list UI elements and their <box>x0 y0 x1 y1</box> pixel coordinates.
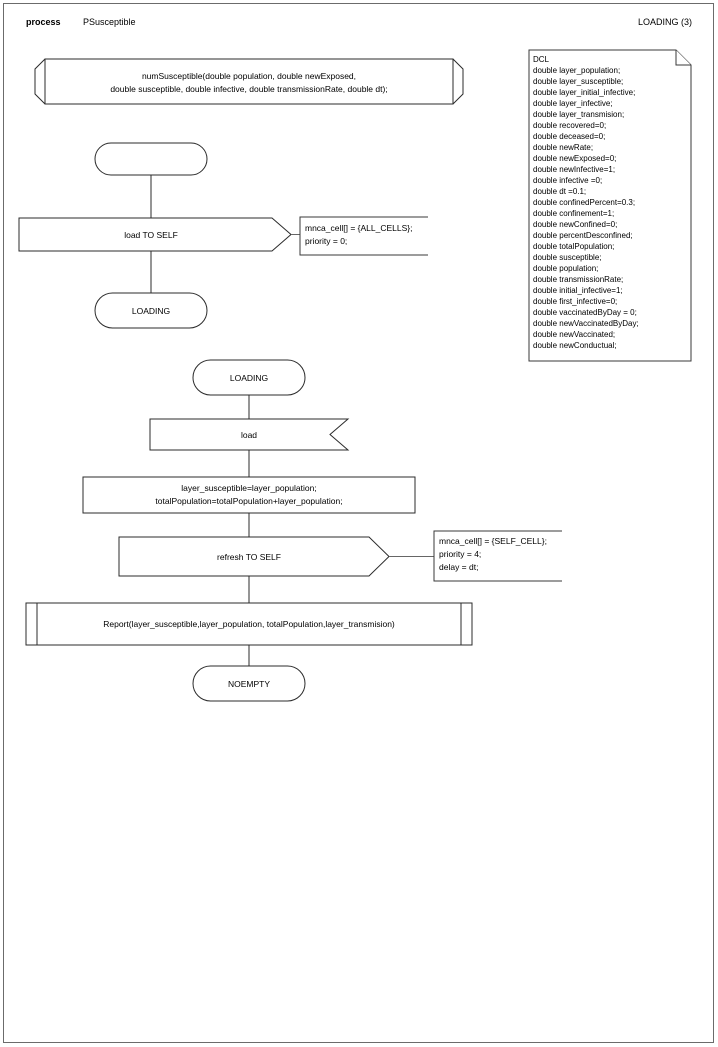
declaration-item: double initial_infective=1; <box>533 286 623 295</box>
state-loading-top[interactable]: LOADING <box>94 292 208 329</box>
declaration-item: double newConductual; <box>533 341 617 350</box>
comment-refresh[interactable]: mnca_cell[] = {SELF_CELL}; priority = 4;… <box>433 530 562 582</box>
declaration-item: double transmissionRate; <box>533 275 623 284</box>
input-signal-shape <box>149 418 350 451</box>
declaration-note-title: DCL <box>533 55 550 64</box>
declaration-item: double layer_transmision; <box>533 110 624 119</box>
declaration-item: double newRate; <box>533 143 593 152</box>
declaration-item: double totalPopulation; <box>533 242 614 251</box>
procedure-call-label: Report(layer_susceptible,layer_populatio… <box>103 619 395 629</box>
declaration-item: double percentDesconfined; <box>533 231 633 240</box>
declaration-item: double first_infective=0; <box>533 297 617 306</box>
declaration-item: double susceptible; <box>533 253 602 262</box>
output-signal-load-to-self[interactable]: load TO SELF <box>18 217 292 252</box>
output-signal-refresh-shape <box>118 536 390 577</box>
task-assignment-line-1: layer_susceptible=layer_population; <box>181 483 316 493</box>
header-state-reference: LOADING (3) <box>637 17 692 27</box>
declaration-item: double confinedPercent=0.3; <box>533 198 635 207</box>
declaration-item: double dt =0.1; <box>533 187 586 196</box>
declaration-item: double newVaccinatedByDay; <box>533 319 639 328</box>
declaration-item: double layer_susceptible; <box>533 77 623 86</box>
procedure-signature-line-1: numSusceptible(double population, double… <box>142 71 356 81</box>
output-signal-label: load TO SELF <box>124 230 178 240</box>
declaration-item: double deceased=0; <box>533 132 605 141</box>
task-assignment-line-2: totalPopulation=totalPopulation+layer_po… <box>155 496 342 506</box>
header-process-name: PSusceptible <box>83 17 136 27</box>
declaration-item: double infective =0; <box>533 176 602 185</box>
start-symbol-shape <box>94 142 208 176</box>
state-noempty-label: NOEMPTY <box>228 679 270 689</box>
procedure-call-shape <box>25 602 473 646</box>
task-assignment-shape <box>82 476 416 514</box>
declaration-item: double population; <box>533 264 598 273</box>
declaration-note-fold-icon <box>675 50 691 66</box>
output-signal-refresh-label: refresh TO SELF <box>217 552 281 562</box>
procedure-signature-frame[interactable]: numSusceptible(double population, double… <box>34 58 464 105</box>
comment-bracket-refresh <box>433 530 562 582</box>
state-noempty[interactable]: NOEMPTY <box>192 665 306 702</box>
declaration-item: double layer_infective; <box>533 99 613 108</box>
comment-refresh-line-2: priority = 4; <box>439 549 481 559</box>
declaration-item: double newVaccinated; <box>533 330 615 339</box>
state-loading-top-shape <box>94 292 208 329</box>
comment-load[interactable]: mnca_cell[] = {ALL_CELLS}; priority = 0; <box>299 216 428 256</box>
procedure-call-report[interactable]: Report(layer_susceptible,layer_populatio… <box>25 602 473 646</box>
declaration-note-shape <box>528 49 692 362</box>
output-signal-shape <box>18 217 292 252</box>
comment-refresh-line-3: delay = dt; <box>439 562 478 572</box>
comment-load-line-1: mnca_cell[] = {ALL_CELLS}; <box>305 223 413 233</box>
task-assignment-block[interactable]: layer_susceptible=layer_population; tota… <box>82 476 416 514</box>
procedure-signature-line-2: double susceptible, double infective, do… <box>110 84 387 94</box>
declaration-item: double confinement=1; <box>533 209 614 218</box>
declaration-item: double recovered=0; <box>533 121 606 130</box>
start-symbol[interactable] <box>94 142 208 176</box>
declaration-item: double vaccinatedByDay = 0; <box>533 308 637 317</box>
comment-bracket-load <box>299 216 428 256</box>
state-loading-top-label: LOADING <box>132 306 170 316</box>
state-loading-bottom[interactable]: LOADING <box>192 359 306 396</box>
declaration-item: double newExposed=0; <box>533 154 616 163</box>
declaration-item: double layer_initial_infective; <box>533 88 635 97</box>
header-kind-label: process <box>26 17 61 27</box>
state-loading-bottom-label: LOADING <box>230 373 268 383</box>
page-border <box>3 3 714 1043</box>
comment-load-line-2: priority = 0; <box>305 236 347 246</box>
declaration-note[interactable]: DCL double layer_population; double laye… <box>528 49 692 362</box>
declaration-list: double layer_population; double layer_su… <box>533 66 639 350</box>
declaration-item: double newInfective=1; <box>533 165 615 174</box>
comment-refresh-line-1: mnca_cell[] = {SELF_CELL}; <box>439 536 547 546</box>
declaration-item: double newConfined=0; <box>533 220 617 229</box>
input-signal-load[interactable]: load <box>149 418 350 451</box>
output-signal-refresh-to-self[interactable]: refresh TO SELF <box>118 536 390 577</box>
declaration-item: double layer_population; <box>533 66 620 75</box>
input-signal-label: load <box>241 430 257 440</box>
state-noempty-shape <box>192 665 306 702</box>
procedure-signature-inner-rect <box>44 58 454 105</box>
